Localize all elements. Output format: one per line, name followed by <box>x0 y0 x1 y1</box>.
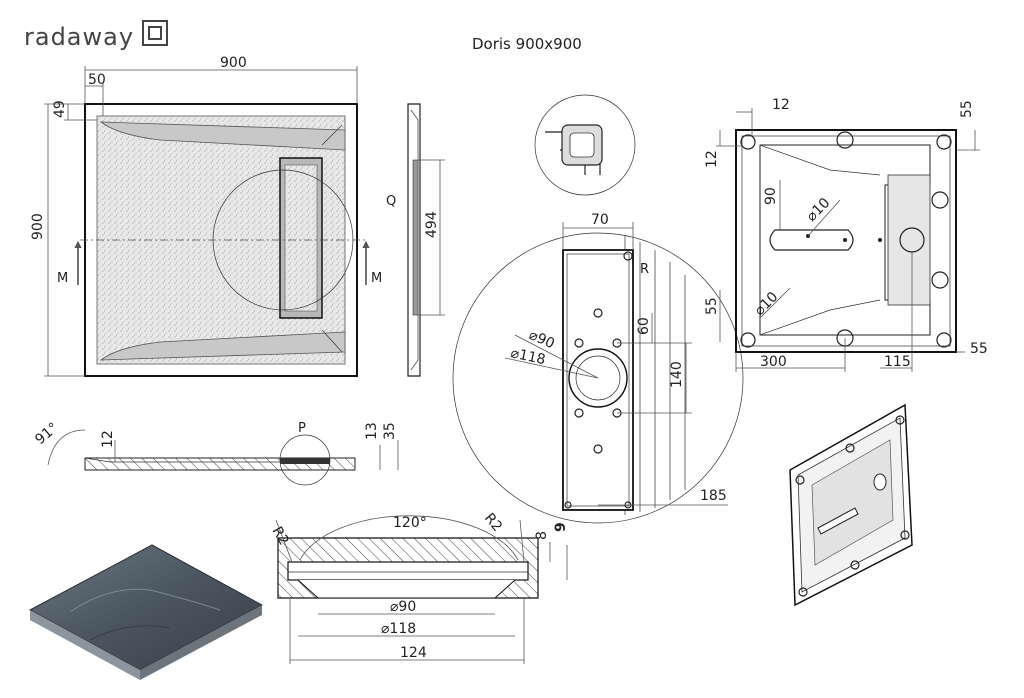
top-view: M M Q 900 50 900 49 <box>30 55 396 377</box>
dim-drain-124: 124 <box>400 645 427 661</box>
dim-side-channel: 494 <box>424 211 440 238</box>
dim-drain-9: 9 <box>553 522 569 532</box>
dim-under-115: 115 <box>884 354 911 370</box>
channel-corner-lines <box>321 124 343 353</box>
dim-sec-12: 12 <box>100 430 116 448</box>
upper-slope <box>99 121 346 151</box>
drawing-title: Doris 900x900 <box>472 35 582 53</box>
dim-sec-91: 91° <box>32 420 61 448</box>
underside-view: 12 12 55 90 ⌀10 ⌀10 55 300 115 55 <box>704 97 988 372</box>
brand-name: radaway <box>24 23 134 51</box>
slate-tray-render <box>28 544 264 680</box>
dim-detail-width: 70 <box>591 212 609 228</box>
section-label-right: M <box>371 271 382 286</box>
dim-detail-140: 140 <box>669 361 685 388</box>
dim-under-55-left: 55 <box>704 297 720 315</box>
dim-under-12-left: 12 <box>704 150 720 168</box>
dim-drain-d118: ⌀118 <box>381 621 416 637</box>
isometric-underside <box>789 403 913 607</box>
dim-under-d10-a: ⌀10 <box>804 195 834 225</box>
dim-under-300: 300 <box>760 354 787 370</box>
detail-p-circle <box>279 434 331 486</box>
dim-under-d10-b: ⌀10 <box>752 289 782 319</box>
side-profile: 494 <box>407 103 445 377</box>
dim-top-height: 900 <box>30 213 46 240</box>
dim-under-55-right: 55 <box>970 341 988 357</box>
brand-inner-square-icon <box>148 26 162 40</box>
dim-top-width: 900 <box>220 55 247 71</box>
brand-logo: radaway <box>24 20 168 51</box>
lower-slope <box>99 331 346 361</box>
brand-square-icon <box>142 20 168 46</box>
detail-corner <box>534 94 636 196</box>
dim-sec-13: 13 <box>364 422 380 440</box>
underside-slot <box>769 229 854 251</box>
dim-drain-8: 8 <box>534 531 550 540</box>
underside-outline <box>735 129 957 353</box>
detail-label-q: Q <box>386 194 396 209</box>
detail-radius-label: R <box>640 262 649 277</box>
dim-under-55-top: 55 <box>959 100 975 118</box>
detail-drain-channel: R 70 ⌀90 ⌀118 60 140 185 <box>452 212 744 524</box>
dim-drain-d90: ⌀90 <box>390 599 416 615</box>
dim-detail-d118: ⌀118 <box>509 345 547 368</box>
section-label-left: M <box>57 271 68 286</box>
dim-sec-35: 35 <box>382 422 398 440</box>
dim-top-offset: 50 <box>88 72 106 88</box>
dim-drain-120: 120° <box>393 515 427 531</box>
dim-under-12-top: 12 <box>772 97 790 113</box>
channel-cover <box>284 164 318 312</box>
dim-top-edge: 49 <box>52 100 68 118</box>
dim-under-90: 90 <box>763 187 779 205</box>
dim-detail-60: 60 <box>636 317 652 335</box>
section-m: P 91° 12 13 35 <box>32 420 399 486</box>
drain-section: 120° R2 R2 8 9 ⌀90 ⌀118 124 <box>269 510 569 664</box>
detail-label-p: P <box>298 421 306 436</box>
dim-detail-185: 185 <box>700 488 727 504</box>
